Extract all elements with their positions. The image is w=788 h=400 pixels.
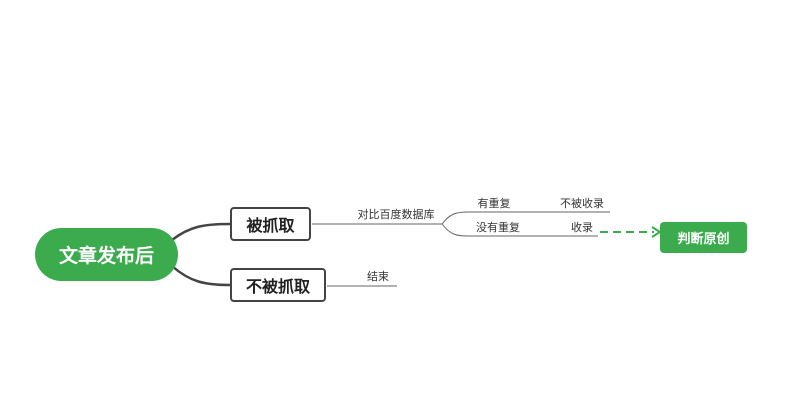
- line-no-duplicate: [441, 223, 598, 237]
- node-judge-original[interactable]: 判断原创: [660, 222, 747, 253]
- label-indexed: 收录: [571, 221, 593, 234]
- label-not-indexed: 不被收录: [560, 197, 604, 210]
- label-duplicate: 有重复: [477, 197, 511, 210]
- line-duplicate: [441, 211, 610, 225]
- node-crawled[interactable]: 被抓取: [230, 207, 311, 241]
- connector-root-notcrawled: [171, 265, 231, 287]
- label-compare-db: 对比百度数据库: [357, 208, 435, 221]
- node-not-crawled[interactable]: 不被抓取: [230, 268, 326, 302]
- label-no-duplicate: 没有重复: [476, 221, 520, 234]
- label-end: 结束: [367, 270, 389, 283]
- connector-root-crawled: [171, 222, 231, 241]
- root-node[interactable]: 文章发布后: [35, 228, 178, 281]
